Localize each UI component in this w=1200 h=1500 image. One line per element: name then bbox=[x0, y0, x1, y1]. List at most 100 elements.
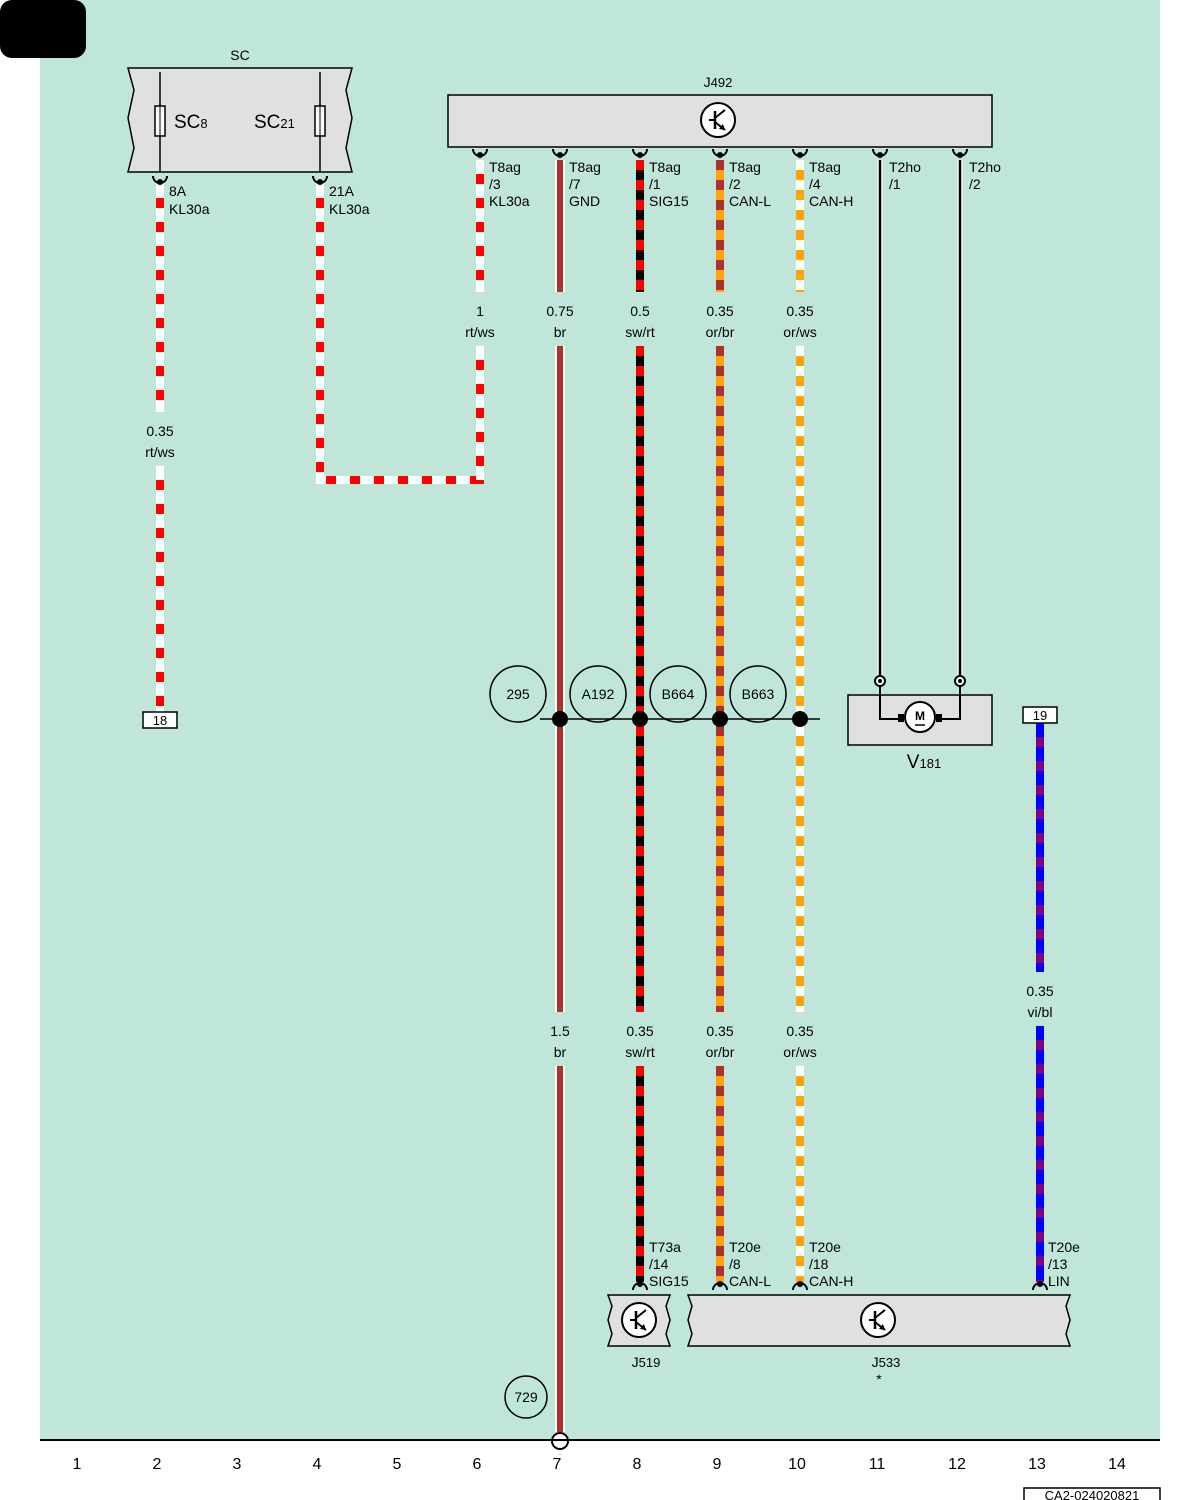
j533-transistor-icon bbox=[860, 1302, 896, 1338]
connector-j492-pin-icon bbox=[632, 148, 648, 158]
fuse-carrier-label: SC bbox=[230, 47, 249, 63]
column-number: 10 bbox=[788, 1456, 806, 1473]
connector-j492-pin-icon bbox=[952, 148, 968, 158]
column-number: 13 bbox=[1028, 1456, 1046, 1473]
reference-box-18: 18 bbox=[142, 711, 178, 729]
connector-layer bbox=[152, 148, 1048, 1291]
j492-transistor-icon bbox=[700, 102, 736, 138]
connector-j492-pin-icon bbox=[792, 148, 808, 158]
v181-label: V bbox=[907, 752, 920, 773]
j533-footnote: * bbox=[876, 1371, 882, 1387]
column-number: 8 bbox=[633, 1456, 642, 1473]
connector-j492-pin-icon bbox=[472, 148, 488, 158]
connection-b664: B664 bbox=[649, 665, 707, 723]
fuse-sc8-label: SC bbox=[174, 112, 200, 133]
motor-icon: M bbox=[898, 701, 942, 733]
j519-transistor-icon bbox=[621, 1302, 657, 1338]
column-number: 2 bbox=[153, 1456, 162, 1473]
splice-dot-col9 bbox=[712, 711, 728, 727]
column-number: 7 bbox=[553, 1456, 562, 1473]
j519-number: 519 bbox=[639, 1355, 661, 1370]
page-tab bbox=[0, 0, 86, 58]
motor-symbol: M bbox=[915, 709, 925, 723]
fuse-sc21-label: SC bbox=[254, 112, 280, 133]
svg-text:V181: V181 bbox=[907, 752, 941, 773]
svg-text:A192: A192 bbox=[582, 686, 615, 702]
svg-text:18: 18 bbox=[153, 713, 167, 728]
column-number: 1 bbox=[73, 1456, 82, 1473]
connector-t20e8-icon bbox=[712, 1281, 728, 1291]
fuse-sc21-number: 21 bbox=[280, 116, 294, 131]
connection-points: 295 A192 B664 B663 bbox=[489, 665, 820, 727]
diagram-id: CA2-024020821 bbox=[1045, 1488, 1140, 1500]
svg-text:B663: B663 bbox=[742, 686, 775, 702]
column-number: 12 bbox=[948, 1456, 966, 1473]
column-number: 4 bbox=[313, 1456, 322, 1473]
control-unit-j492: J492 bbox=[447, 74, 993, 148]
connector-j492-pin-icon bbox=[872, 148, 888, 158]
motor-v181: M V181 bbox=[847, 684, 993, 773]
connection-a192: A192 bbox=[569, 665, 627, 723]
connector-sc8-icon bbox=[152, 175, 168, 185]
connector-j492-pin-icon bbox=[712, 148, 728, 158]
connector-j492-pin-icon bbox=[552, 148, 568, 158]
fuse-carrier-sc: SC SC8 SC21 bbox=[127, 47, 353, 173]
splice-dot-col8 bbox=[632, 711, 648, 727]
j519-label: J bbox=[632, 1354, 639, 1370]
reference-box-19: 19 bbox=[1022, 706, 1058, 724]
diagram-id-box: CA2-024020821 bbox=[1023, 1487, 1161, 1500]
j492-number: 492 bbox=[711, 75, 733, 90]
svg-text:B664: B664 bbox=[662, 686, 695, 702]
connector-t73a-icon bbox=[632, 1281, 648, 1291]
j492-label: J bbox=[704, 74, 711, 90]
column-number: 3 bbox=[233, 1456, 242, 1473]
column-number: 6 bbox=[473, 1456, 482, 1473]
fuse-sc8-number: 8 bbox=[200, 116, 207, 131]
connector-t20e13-icon bbox=[1032, 1281, 1048, 1291]
connection-b663: B663 bbox=[729, 665, 787, 723]
pin-t2ho-2: T2ho/2 bbox=[969, 159, 1001, 192]
j533-label: J bbox=[872, 1354, 879, 1370]
svg-text:J519: J519 bbox=[632, 1354, 661, 1370]
splice-dot-col7 bbox=[552, 711, 568, 727]
svg-text:SC21: SC21 bbox=[254, 112, 295, 133]
connector-t20e18-icon bbox=[792, 1281, 808, 1291]
control-unit-j533: J533 * bbox=[686, 1294, 1072, 1387]
column-number: 11 bbox=[869, 1456, 886, 1473]
svg-text:729: 729 bbox=[514, 1389, 538, 1405]
wire-layer bbox=[156, 160, 1044, 1432]
v181-number: 181 bbox=[919, 756, 941, 771]
wire-loop-4-6 bbox=[316, 184, 484, 484]
column-number: 5 bbox=[393, 1456, 402, 1473]
svg-text:SC8: SC8 bbox=[174, 112, 208, 133]
column-number: 9 bbox=[713, 1456, 722, 1473]
svg-text:J492: J492 bbox=[704, 74, 733, 90]
control-unit-j519: J519 bbox=[606, 1294, 672, 1370]
splice-dot-col10 bbox=[792, 711, 808, 727]
